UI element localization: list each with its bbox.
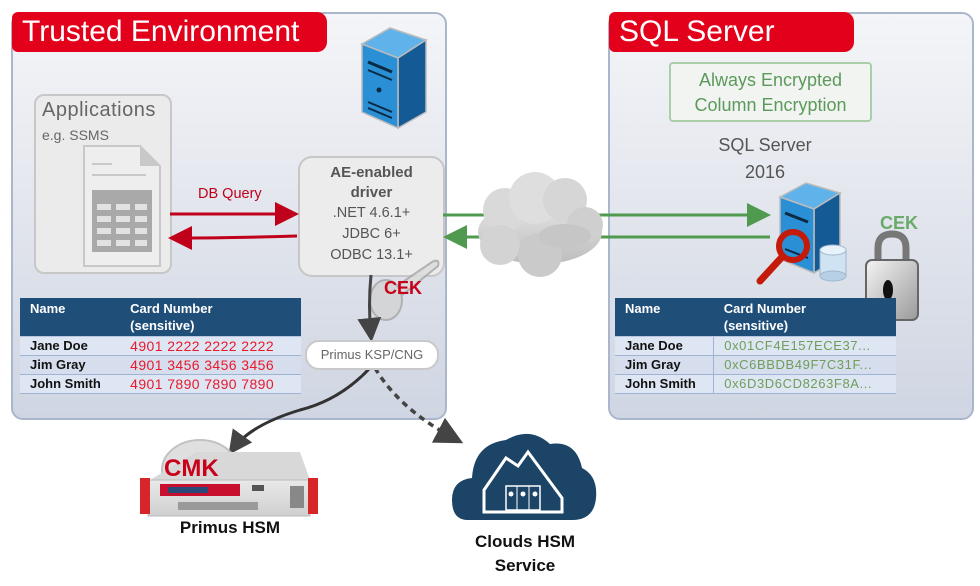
driver-to-ksp-arrow [357,274,382,342]
header-card-number: Card Number(sensitive) [120,298,301,337]
row-card-number: 0x6D3D6CD8263F8A... [713,374,896,394]
sql-server-version-label: SQL Server 2016 [700,132,830,186]
ae-driver-box: AE-enabled driver .NET 4.6.1+ JDBC 6+ OD… [298,156,445,277]
spreadsheet-document-icon [83,145,161,267]
sql-server-label-line1: SQL Server [718,135,812,155]
row-name: Jane Doe [615,336,714,356]
table-header-row: Name Card Number(sensitive) [20,298,301,337]
header-name: Name [615,298,714,337]
database-cylinder-icon [819,244,847,282]
magnifier-icon [756,229,810,285]
table-row: Jim Gray 0xC6BBDB49F7C31F... [615,355,896,375]
clouds-hsm-label-line1: Clouds HSM [474,532,576,551]
table-header-row: Name Card Number(sensitive) [615,298,896,337]
ksp-to-cloud-hsm-arrow [373,367,464,444]
db-query-label: DB Query [198,186,262,202]
applications-subtitle: e.g. SSMS [42,127,109,143]
driver-title-line1: AE-enabled [330,164,413,181]
plaintext-card-table: Name Card Number(sensitive) Jane Doe 490… [20,298,301,394]
always-encrypted-line2: Column Encryption [694,95,847,115]
table-row: Jane Doe 0x01CF4E157ECE37... [615,336,896,356]
always-encrypted-box: Always Encrypted Column Encryption [669,62,872,122]
applications-title: Applications [42,99,156,121]
primus-ksp-cng-provider: Primus KSP/CNG [305,340,439,370]
client-server-icon [360,27,428,130]
primus-hsm-device-icon [140,439,318,517]
always-encrypted-line1: Always Encrypted [698,70,843,90]
clouds-hsm-label: Clouds HSM Service [455,530,595,578]
row-name: Jane Doe [20,336,121,356]
db-query-response-arrow [168,225,298,250]
sql-server-title: SQL Server [609,12,854,52]
table-row: John Smith 4901 7890 7890 7890 [20,374,301,394]
header-name: Name [20,298,121,337]
row-name: John Smith [615,374,714,394]
ksp-to-hsm-arrow [228,366,372,455]
sql-server-label-line2: 2016 [744,162,786,182]
row-card-number: 4901 3456 3456 3456 [120,355,301,375]
row-name: Jim Gray [615,355,714,375]
cmk-label: CMK [164,455,219,482]
row-card-number: 0x01CF4E157ECE37... [713,336,896,356]
cloud-hsm-service-icon [452,433,597,520]
row-name: Jim Gray [20,355,121,375]
driver-version-net: .NET 4.6.1+ [332,205,411,221]
row-card-number: 4901 7890 7890 7890 [120,374,301,394]
driver-version-odbc: ODBC 13.1+ [330,247,413,263]
row-card-number: 0xC6BBDB49F7C31F... [713,355,896,375]
primus-hsm-label: Primus HSM [179,518,281,537]
driver-title-line2: driver [350,184,393,201]
network-cloud-icon [478,172,603,277]
table-row: Jane Doe 4901 2222 2222 2222 [20,336,301,356]
cek-label-trusted: CEK [384,278,423,298]
trusted-environment-title: Trusted Environment [12,12,327,52]
table-row: John Smith 0x6D3D6CD8263F8A... [615,374,896,394]
row-card-number: 4901 2222 2222 2222 [120,336,301,356]
table-row: Jim Gray 4901 3456 3456 3456 [20,355,301,375]
driver-version-jdbc: JDBC 6+ [342,226,401,242]
row-name: John Smith [20,374,121,394]
encrypted-card-table: Name Card Number(sensitive) Jane Doe 0x0… [615,298,896,394]
cek-label-sql: CEK [880,213,919,233]
header-card-number: Card Number(sensitive) [713,298,896,337]
clouds-hsm-label-line2: Service [494,556,556,575]
